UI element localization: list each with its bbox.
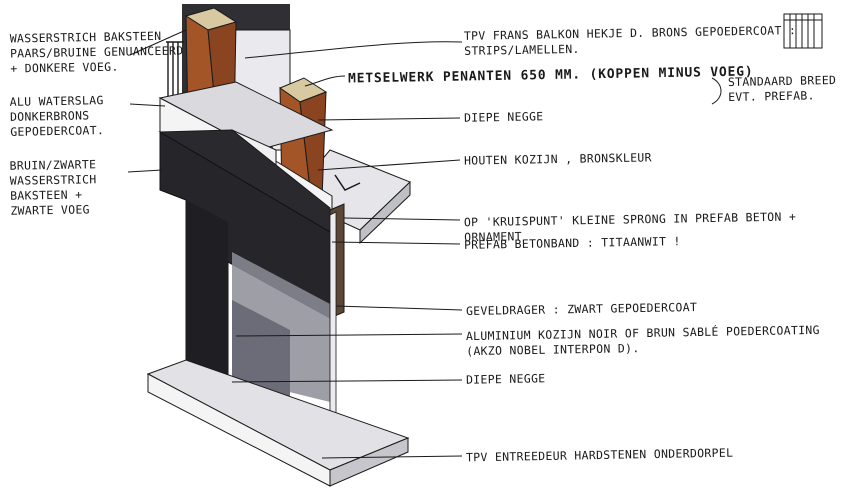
label-aluminium-kozijn: Aluminium kozijn noir of brun sablé poed… [465,322,820,359]
dark-brick-column [186,200,228,404]
balcony-slot [334,174,361,191]
railing-sketch-icon [783,13,823,49]
sill-right [329,437,409,487]
label-standaard-breed: Standaard breed evt. prefab. [727,73,837,104]
balcony-slab-edge [359,180,411,245]
lower-window-shadow [232,300,290,400]
leader-lines [127,29,722,459]
label-alu-waterslag: Alu waterslag donkerbrons gepoedercoat. [9,93,105,139]
railing-left [166,41,184,100]
label-diepe-negge-bottom: Diepe negge [465,371,546,387]
label-frans-balkon: Tpv frans balkon hekje d. brons gepoeder… [463,23,797,58]
label-diepe-negge-top: Diepe negge [463,109,544,125]
label-wasserstrich-baksteen: Wasserstrich baksteen paars/bruine genua… [9,28,184,76]
label-bruin-zwarte-baksteen: Bruin/zwarte wasserstrich baksteen + zwa… [9,157,97,218]
